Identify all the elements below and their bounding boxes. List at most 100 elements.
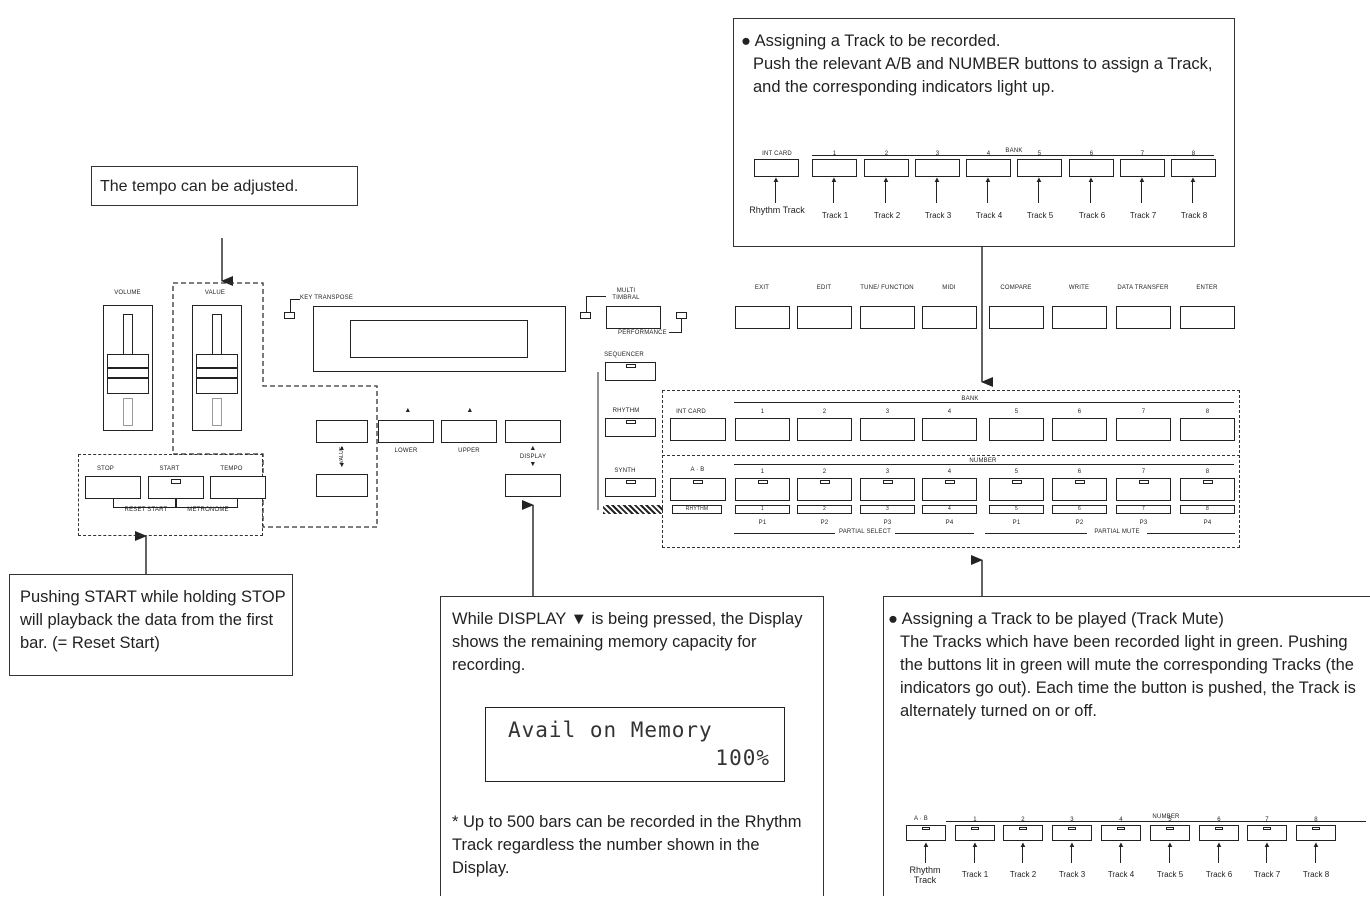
partial-button[interactable]: 1 xyxy=(735,505,790,514)
func-button[interactable] xyxy=(1052,306,1107,329)
func-button[interactable] xyxy=(735,306,790,329)
start-label: START xyxy=(159,466,180,472)
number-button-label: 7 xyxy=(1141,469,1146,475)
mini-track-button xyxy=(754,159,799,177)
bank-button[interactable] xyxy=(989,418,1044,441)
mini-indicator xyxy=(1215,827,1223,830)
mini-arrow-icon xyxy=(1038,181,1039,203)
value-up-button[interactable] xyxy=(316,420,368,443)
number-button[interactable] xyxy=(1116,478,1171,501)
display-up-button[interactable] xyxy=(505,420,561,443)
number-button[interactable] xyxy=(989,478,1044,501)
synth-label: SYNTH xyxy=(614,468,636,474)
bank-button[interactable] xyxy=(922,418,977,441)
func-button[interactable] xyxy=(1180,306,1235,329)
key-transpose-leader xyxy=(290,299,300,312)
bank-button[interactable] xyxy=(860,418,915,441)
mini-number: 1 xyxy=(973,817,977,823)
partial-button-number: 5 xyxy=(1015,506,1018,512)
func-button-label: WRITE xyxy=(1068,285,1090,291)
number-button[interactable] xyxy=(735,478,790,501)
mini-number: 2 xyxy=(1021,817,1025,823)
number-button[interactable] xyxy=(1052,478,1107,501)
ab-button[interactable] xyxy=(670,478,726,501)
volume-slider[interactable] xyxy=(103,305,153,431)
bank-button[interactable] xyxy=(735,418,790,441)
value-down-button[interactable] xyxy=(316,474,368,497)
partial-select-label: PARTIAL SELECT xyxy=(835,529,895,535)
upper-button[interactable] xyxy=(441,420,497,443)
partial-button[interactable]: 4 xyxy=(922,505,977,514)
bank-button[interactable] xyxy=(1180,418,1235,441)
number-button[interactable] xyxy=(922,478,977,501)
mini-number: 7 xyxy=(1265,817,1269,823)
reset-start-label: RESET START xyxy=(124,507,168,513)
number-indicator xyxy=(1139,480,1149,484)
partial-button[interactable]: 3 xyxy=(860,505,915,514)
bank-button[interactable] xyxy=(797,418,852,441)
bank-number-region xyxy=(662,390,1240,548)
tempo-button[interactable] xyxy=(210,476,266,499)
track-label: Track 7 xyxy=(1129,211,1157,220)
stop-label: STOP xyxy=(96,466,115,472)
mini-arrow-icon xyxy=(1169,845,1170,863)
mini-arrow-head-icon: ▲ xyxy=(1311,840,1321,849)
rhythm-indicator xyxy=(626,420,636,424)
metronome-label: METRONOME xyxy=(187,507,229,513)
performance-leader xyxy=(669,319,682,333)
partial-button[interactable]: 2 xyxy=(797,505,852,514)
play-callout: ● Assigning a Track to be played (Track … xyxy=(883,596,1370,896)
number-button-label: 2 xyxy=(822,469,827,475)
mini-arrow-head-icon: ▲ xyxy=(771,175,781,184)
bank-button[interactable] xyxy=(1052,418,1107,441)
int-card-label: INT CARD xyxy=(676,409,706,415)
synth-button[interactable] xyxy=(605,478,656,497)
bank-number-label: 5 xyxy=(1014,409,1019,415)
int-card-button[interactable] xyxy=(670,418,726,441)
display-button-label: DISPLAY xyxy=(519,454,547,460)
func-button[interactable] xyxy=(989,306,1044,329)
ab-label: A · B xyxy=(690,467,705,473)
mini-arrow-icon xyxy=(1315,845,1316,863)
func-button-label: EXIT xyxy=(754,285,770,291)
lower-button[interactable] xyxy=(378,420,434,443)
bullet-icon: ● xyxy=(888,610,898,628)
ab-indicator xyxy=(693,480,703,484)
number-button[interactable] xyxy=(860,478,915,501)
func-button[interactable] xyxy=(922,306,977,329)
mini-track-button xyxy=(1296,825,1336,841)
number-button[interactable] xyxy=(797,478,852,501)
lower-label: LOWER xyxy=(394,448,418,454)
stop-button[interactable] xyxy=(85,476,141,499)
mini-arrow-head-icon: ▲ xyxy=(1116,840,1126,849)
mini-bank-number: 4 xyxy=(986,151,991,157)
sequencer-button[interactable] xyxy=(605,362,656,381)
sequencer-label: SEQUENCER xyxy=(604,352,644,358)
multi-timbral-label: MULTI TIMBRAL xyxy=(612,288,640,301)
tempo-label: TEMPO xyxy=(220,466,243,472)
record-body: Push the relevant A/B and NUMBER buttons… xyxy=(753,55,1213,96)
bank-button[interactable] xyxy=(1116,418,1171,441)
start-button[interactable] xyxy=(148,476,204,499)
rhythm-button[interactable] xyxy=(605,418,656,437)
tempo-callout-text: The tempo can be adjusted. xyxy=(100,178,299,195)
mini-arrow-icon xyxy=(1266,845,1267,863)
partial-button[interactable]: 5 xyxy=(989,505,1044,514)
number-button[interactable] xyxy=(1180,478,1235,501)
display-up-arrow: ▲ xyxy=(529,445,537,452)
func-button[interactable] xyxy=(860,306,915,329)
multi-timbral-button[interactable] xyxy=(606,306,661,329)
performance-indicator xyxy=(676,312,687,319)
mini-track-button xyxy=(955,825,995,841)
display-down-button[interactable] xyxy=(505,474,561,497)
sequencer-indicator xyxy=(626,364,636,368)
partial-button[interactable]: 6 xyxy=(1052,505,1107,514)
partial-button-number: 7 xyxy=(1142,506,1145,512)
mini-arrow-icon xyxy=(936,181,937,203)
func-button[interactable] xyxy=(1116,306,1171,329)
value-slider[interactable] xyxy=(192,305,242,431)
func-button[interactable] xyxy=(797,306,852,329)
partial-button[interactable]: 7 xyxy=(1116,505,1171,514)
mini-track-button xyxy=(1247,825,1287,841)
partial-button[interactable]: 8 xyxy=(1180,505,1235,514)
